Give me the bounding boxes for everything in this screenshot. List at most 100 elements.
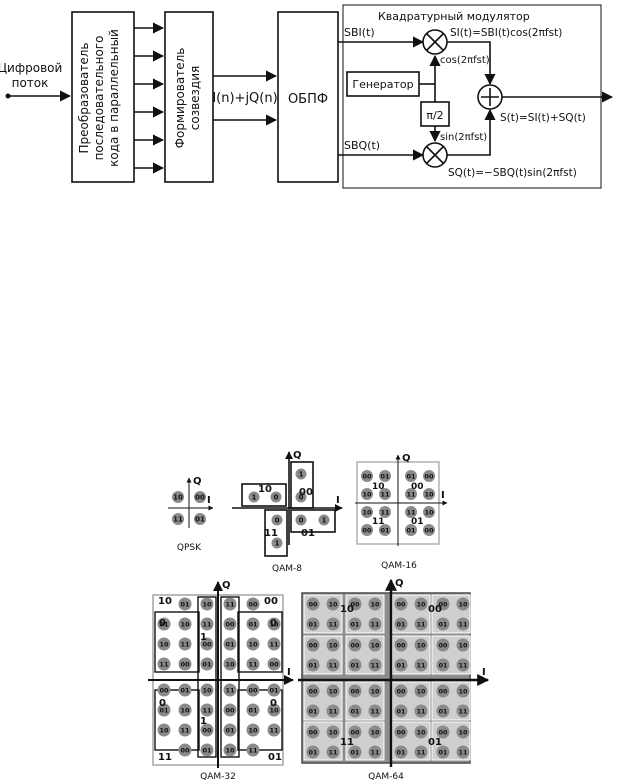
constellation-point	[267, 703, 281, 717]
sbq-label: SBQ(t)	[344, 139, 380, 152]
i-axis-label: I	[441, 490, 445, 501]
point-label: 10	[159, 640, 169, 648]
point-label: 11	[329, 749, 338, 756]
constellation-point	[405, 470, 417, 482]
constellation-point	[246, 703, 260, 717]
group-box	[237, 689, 283, 751]
constellation-point	[456, 704, 470, 718]
point-label: 01	[225, 640, 235, 648]
constellation-point	[379, 488, 391, 500]
side-label: 1	[200, 632, 207, 643]
constellation-point	[405, 488, 417, 500]
group-box	[241, 483, 287, 507]
constellation-point	[414, 704, 428, 718]
point-label: 00	[424, 472, 434, 480]
point-label: 11	[459, 749, 468, 756]
point-label: 01	[397, 662, 406, 669]
cos-label: cos(2πfst)	[440, 55, 490, 66]
quadrant-label: 01	[301, 528, 315, 539]
point-label: 11	[371, 749, 380, 756]
point-label: 00	[351, 642, 360, 649]
constellation-point	[394, 684, 408, 698]
point-label: 10	[159, 726, 169, 734]
point-label: 11	[329, 662, 338, 669]
q-axis-label: Q	[402, 453, 411, 464]
point-label: 11	[269, 640, 279, 648]
quadrant-label: 01	[428, 737, 442, 748]
constellation-point	[246, 683, 260, 697]
point-label: 11	[417, 621, 426, 628]
point-label: 10	[269, 620, 279, 628]
constellation-point	[223, 723, 237, 737]
constellation-point	[436, 638, 450, 652]
constellation-point	[326, 617, 340, 631]
side-label: 0	[159, 698, 166, 709]
constellation-point	[361, 470, 373, 482]
constellation-point	[423, 488, 435, 500]
point-label: 10	[173, 494, 183, 502]
constellation-point	[456, 658, 470, 672]
point-label: 11	[380, 508, 390, 516]
constellation-caption: QAM-16	[381, 561, 417, 571]
sq-formula: SQ(t)=−SBQ(t)sin(2πfst)	[448, 167, 577, 179]
point-label: 01	[351, 662, 360, 669]
constellation-point	[306, 638, 320, 652]
point-label: 01	[397, 621, 406, 628]
constellation-point	[414, 658, 428, 672]
constellation-point	[200, 683, 214, 697]
constellation-point	[326, 745, 340, 759]
constellation-point	[306, 684, 320, 698]
constellation-point	[270, 491, 282, 503]
i-axis-label: I	[207, 495, 211, 506]
converter-line3: кода в параллельный	[107, 29, 121, 167]
constellation-point	[348, 704, 362, 718]
constellation-point	[200, 657, 214, 671]
constellation-point	[178, 743, 192, 757]
constellation-point	[223, 597, 237, 611]
point-label: 10	[362, 508, 372, 516]
point-label: 00	[351, 601, 360, 608]
constellation-point	[267, 617, 281, 631]
constellation-caption: QAM-32	[200, 772, 236, 782]
constellation-point	[394, 725, 408, 739]
constellation-point	[423, 506, 435, 518]
quadrant-label: 11	[264, 528, 278, 539]
constellation-point	[414, 617, 428, 631]
constellation-point	[200, 617, 214, 631]
point-label: 11	[180, 640, 190, 648]
point-label: 01	[180, 600, 190, 608]
constellation-point	[246, 657, 260, 671]
adder	[477, 84, 503, 110]
i-axis-label: I	[482, 667, 486, 678]
point-label: 00	[309, 642, 318, 649]
quadrant-label: 00	[411, 482, 424, 492]
constellation-point	[267, 657, 281, 671]
group-box	[237, 611, 283, 673]
side-label: 0	[270, 618, 277, 629]
constellation-point	[348, 638, 362, 652]
point-label: 10	[424, 490, 434, 498]
constellation-point	[295, 468, 307, 480]
generator-block	[346, 71, 420, 97]
constellation-point	[394, 638, 408, 652]
point-label: 00	[248, 686, 258, 694]
quadrant-label: 11	[372, 517, 385, 527]
input-label-line2: поток	[12, 76, 49, 90]
former-block	[164, 11, 214, 183]
multiplier-top	[422, 29, 448, 55]
constellation-point	[267, 723, 281, 737]
point-label: 01	[351, 708, 360, 715]
constellation-point	[178, 637, 192, 651]
constellation-point	[414, 638, 428, 652]
constellation-point	[423, 470, 435, 482]
constellation-point	[306, 725, 320, 739]
constellation-point	[157, 683, 171, 697]
constellation-point	[414, 597, 428, 611]
side-label: 0	[159, 618, 166, 629]
constellation-point	[368, 725, 382, 739]
constellation-point	[157, 723, 171, 737]
point-label: 11	[417, 749, 426, 756]
constellation-point	[394, 745, 408, 759]
